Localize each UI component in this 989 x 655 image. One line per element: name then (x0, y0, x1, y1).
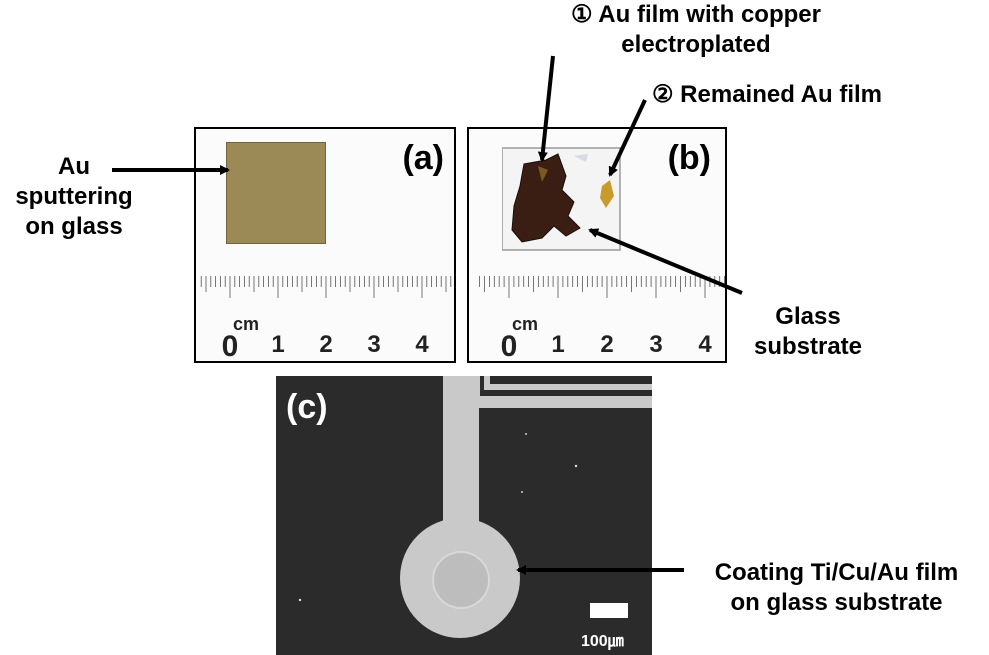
ruler-number: 1 (551, 331, 564, 358)
scale-bar-label: 100㎛ (581, 633, 624, 650)
ruler-number: 2 (600, 331, 613, 358)
ruler-number: 4 (698, 331, 712, 358)
label-au-film-copper: ① Au film with copper electroplated (571, 1, 821, 58)
glass-sample-b (502, 147, 621, 251)
label-coating: Coating Ti/Cu/Au film on glass substrate (714, 559, 959, 616)
ruler-number: 3 (649, 331, 662, 358)
gold-film-sample (226, 142, 326, 244)
ruler-number: 0 (501, 330, 518, 363)
copper-film (511, 153, 581, 243)
ruler-unit: cm (233, 314, 259, 334)
panel-tag-a: (a) (402, 139, 444, 177)
ruler-a: 0 1 2 3 4 cm (200, 276, 452, 363)
ruler-b: 0 1 2 3 4 cm (479, 276, 725, 363)
ruler-number: 1 (271, 331, 284, 358)
scale-bar (590, 603, 628, 618)
panel-tag-c: (c) (286, 388, 328, 426)
ruler-number: 4 (415, 331, 429, 358)
label-au-sputtering: Au sputtering on glass (15, 153, 133, 240)
panel-a: (a) 0 1 2 3 4 cm (194, 127, 456, 363)
ruler-number: 0 (222, 330, 239, 363)
panel-b: (b) 0 1 2 3 4 cm (467, 127, 727, 363)
panel-c: (c) 100㎛ (276, 376, 652, 655)
ruler-number: 2 (319, 331, 332, 358)
ruler-number: 3 (367, 331, 380, 358)
remained-au-film (600, 180, 614, 208)
label-glass-substrate: Glass substrate (753, 303, 863, 360)
sem-image (276, 376, 652, 655)
label-remained-au-film: ② Remained Au film (652, 81, 882, 108)
ruler-unit: cm (512, 314, 538, 334)
panel-tag-b: (b) (667, 139, 711, 177)
